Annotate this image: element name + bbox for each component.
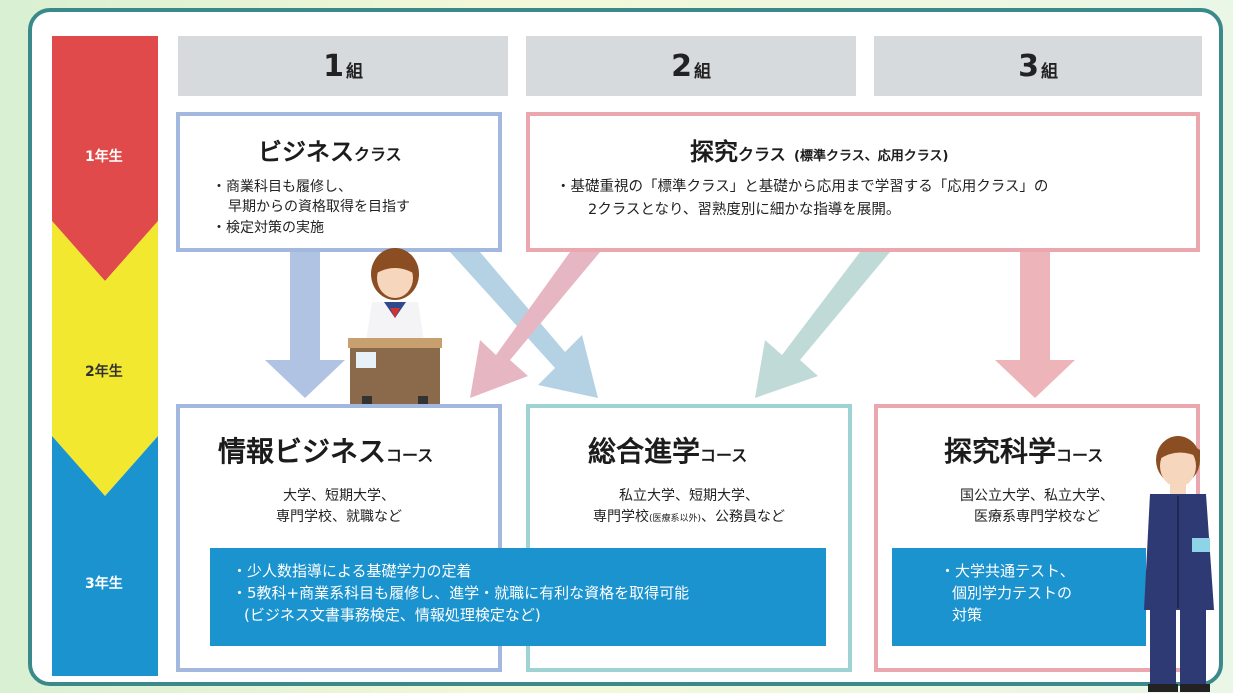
infobusiness-course-title: 情報ビジネスコース — [218, 435, 434, 468]
tankyu-feature-line-2: 個別学力テストの — [952, 584, 1073, 602]
infobusiness-dest-line-1: 大学、短期大学、 — [283, 488, 395, 504]
grade-3-label: 3年生 — [85, 576, 123, 592]
grade-2-label: 2年生 — [85, 364, 123, 380]
infobusiness-dest-line-2: 専門学校、就職など — [276, 509, 402, 525]
tankyu-dest-line-1: 国公立大学、私立大学、 — [960, 488, 1114, 504]
feature-line-1: ・少人数指導による基礎学力の定着 — [232, 562, 472, 580]
common-features-box: ・少人数指導による基礎学力の定着 ・5教科+商業系科目も履修し、進学・就職に有利… — [210, 548, 826, 646]
business-class-box — [176, 112, 502, 252]
student-boy-illustration — [1144, 436, 1214, 692]
inquiry-class-title: 探究クラス (標準クラス、応用クラス) — [690, 138, 949, 166]
business-class-title: ビジネスクラス — [258, 138, 402, 166]
sogo-dest-line-2: 専門学校(医療系以外)、公務員など — [592, 509, 786, 525]
inquiry-class-box — [526, 112, 1200, 252]
grade-ribbon — [52, 36, 158, 676]
arrow-inquiry-to-infobusiness — [470, 252, 600, 398]
grade-2-band — [52, 221, 158, 496]
grade-1-label: 1年生 — [85, 149, 123, 165]
inquiry-class-line-2: 2クラスとなり、習熟度別に細かな指導を展開。 — [588, 202, 901, 218]
grade-1-band — [52, 36, 158, 281]
business-class-line-3: ・検定対策の実施 — [212, 220, 324, 236]
tankyu-feature-line-3: 対策 — [952, 606, 983, 624]
feature-line-3: (ビジネス文書事務検定、情報処理検定など) — [244, 606, 541, 624]
student-girl-illustration — [348, 248, 442, 404]
tankyu-course-title: 探究科学コース — [944, 435, 1104, 468]
grade-3-band — [52, 436, 158, 676]
sogo-dest-line-1: 私立大学、短期大学、 — [619, 488, 759, 504]
arrow-inquiry-to-tankyu — [995, 250, 1075, 398]
business-class-line-2: 早期からの資格取得を目指す — [228, 199, 410, 215]
inquiry-class-line-1: ・基礎重視の「標準クラス」と基礎から応用まで学習する「応用クラス」の — [556, 179, 1049, 195]
sogo-course-title: 総合進学コース — [588, 435, 748, 468]
tankyu-dest-line-2: 医療系専門学校など — [974, 509, 1100, 525]
tankyu-feature-line-1: ・大学共通テスト、 — [940, 562, 1075, 580]
tankyu-features-box: ・大学共通テスト、 個別学力テストの 対策 — [892, 548, 1146, 646]
arrow-inquiry-to-sogo — [755, 252, 890, 398]
feature-line-2: ・5教科+商業系科目も履修し、進学・就職に有利な資格を取得可能 — [232, 584, 690, 602]
arrow-business-to-infobusiness — [265, 250, 345, 398]
business-class-line-1: ・商業科目も履修し、 — [212, 179, 352, 195]
